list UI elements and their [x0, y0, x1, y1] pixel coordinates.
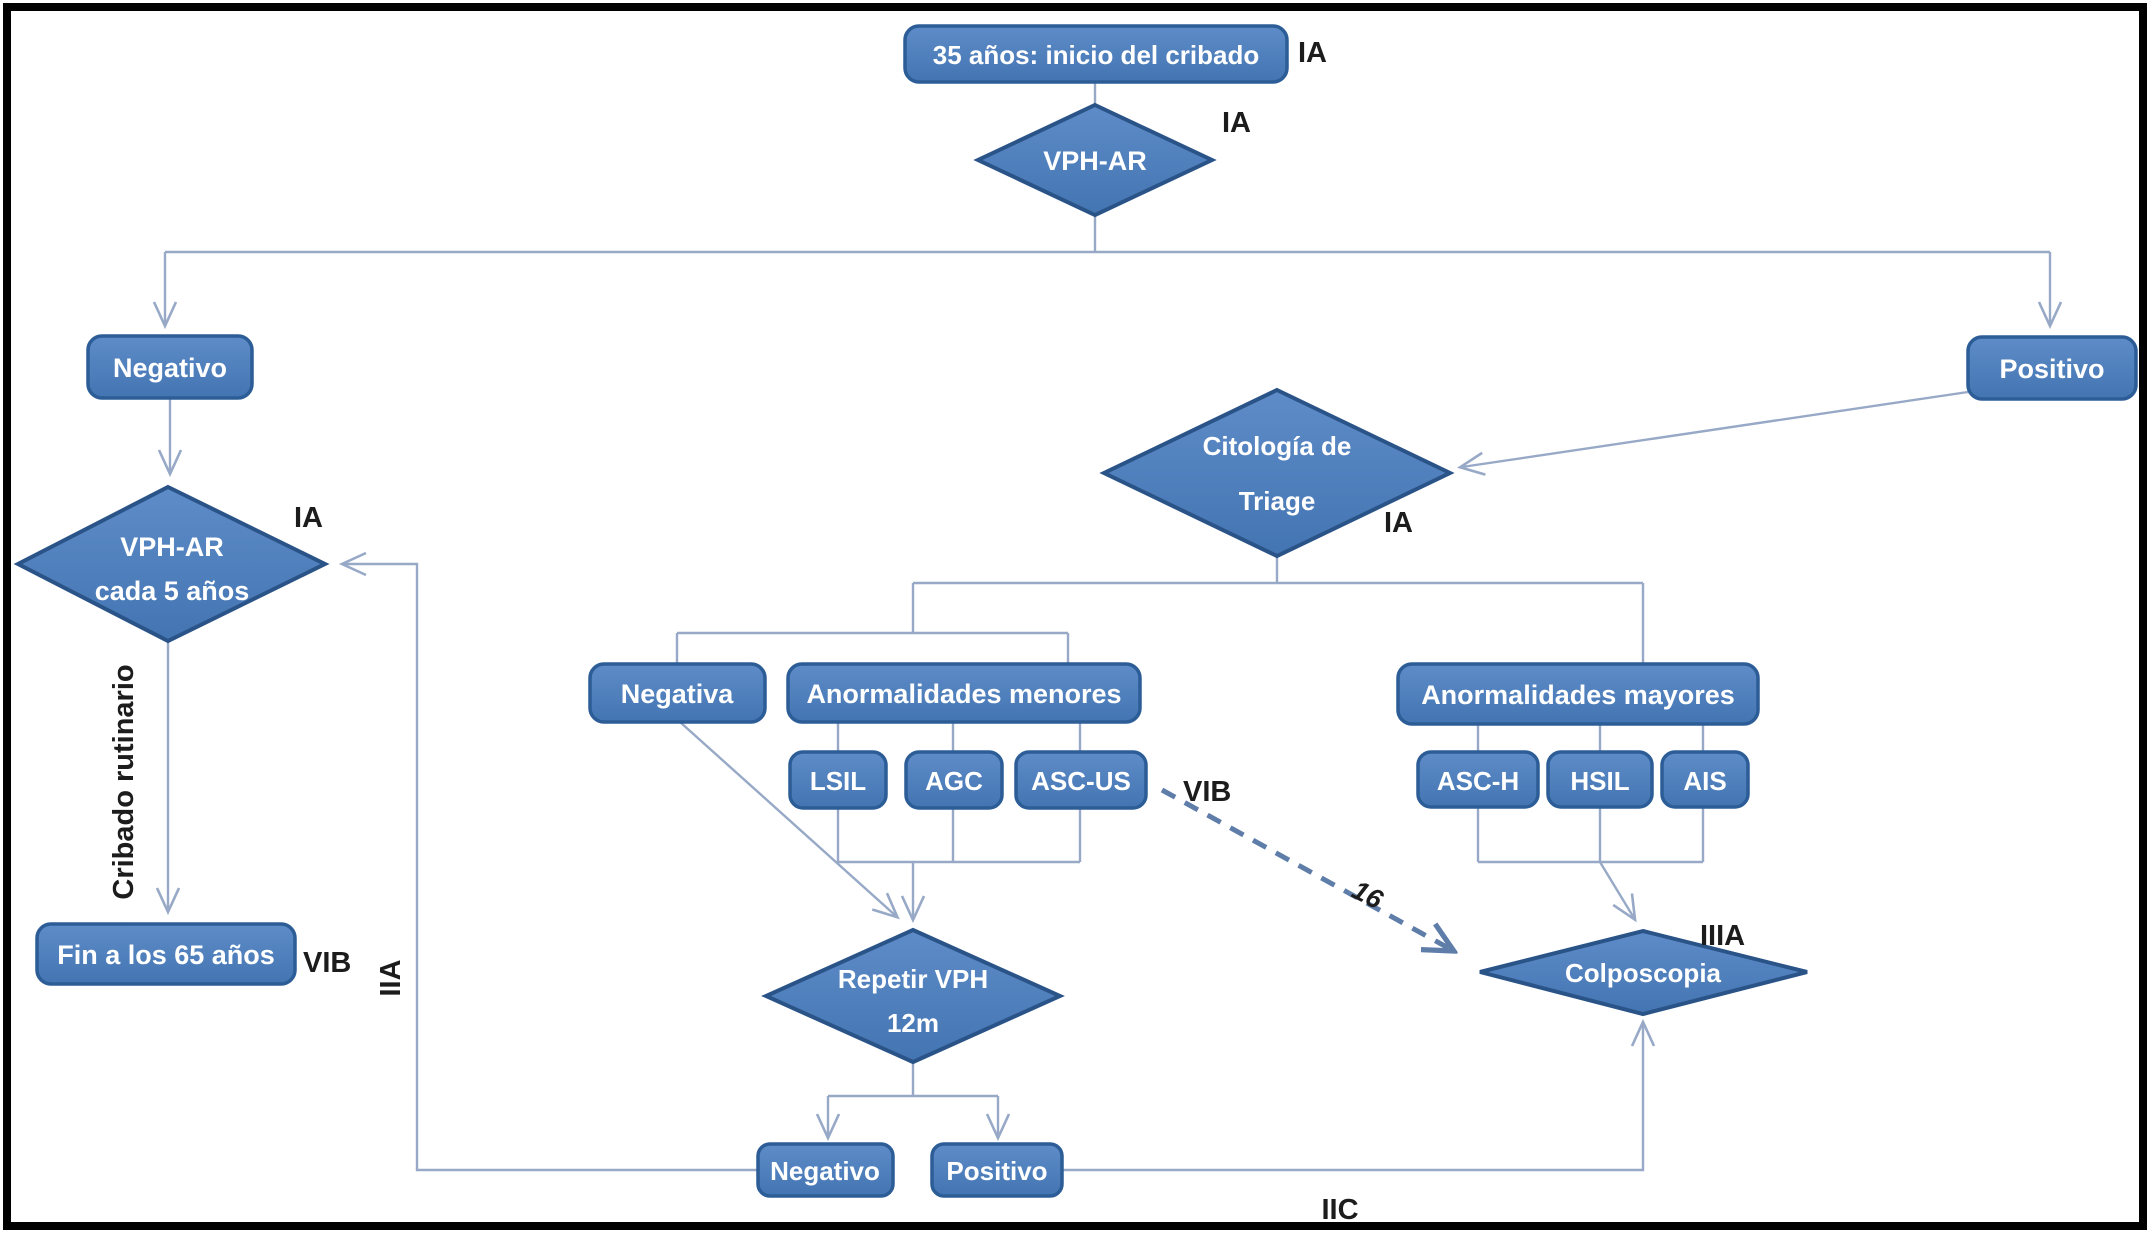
node-colposcopia: Colposcopia — [1479, 928, 1808, 1017]
edge-feedback-positivo12m-to-colposcopia — [1062, 1018, 1656, 1172]
node-fin-65: Fin a los 65 años — [35, 922, 297, 986]
citologia-label-line2: Triage — [1239, 486, 1316, 516]
anormalidades-menores-label: Anormalidades menores — [806, 679, 1121, 709]
negativa-label: Negativa — [621, 679, 735, 709]
edge-label-cribado-rutinario: Cribado rutinario — [108, 664, 140, 899]
anormalidades-mayores-box — [1396, 662, 1760, 726]
asc-us-box — [1014, 750, 1148, 810]
grade-tag-vph-ar: IA — [1222, 107, 1251, 139]
node-repetir-vph: Repetir VPH 12m — [761, 927, 1065, 1065]
colposcopia-diamond — [1479, 928, 1808, 1017]
edge-feedback-negativo12m-to-vphar5 — [338, 551, 758, 1172]
node-vph-ar-5: VPH-AR cada 5 años — [13, 484, 330, 644]
agc-box — [904, 750, 1004, 810]
node-positivo: Positivo — [1966, 335, 2138, 401]
grade-tag-fin-65: VIB — [303, 947, 351, 979]
lsil-label: LSIL — [810, 766, 866, 796]
node-lsil: LSIL — [788, 750, 888, 810]
node-negativa: Negativa — [588, 662, 767, 724]
negativa-box — [588, 662, 767, 724]
node-asc-h: ASC-H — [1416, 750, 1540, 809]
negativo-12m-box — [756, 1142, 895, 1198]
lsil-box — [788, 750, 888, 810]
asc-h-label: ASC-H — [1437, 766, 1519, 796]
start-label: 35 años: inicio del cribado — [933, 40, 1260, 70]
vph-ar-5-label-line1: VPH-AR — [120, 532, 224, 562]
hsil-label: HSIL — [1570, 766, 1629, 796]
edge-label-iia: IIA — [375, 959, 407, 996]
grade-tag-colposcopia: IIIA — [1700, 920, 1745, 952]
edge-dashed-ascus16-to-colposcopia — [1160, 787, 1452, 950]
connectors — [152, 82, 2063, 1172]
agc-label: AGC — [925, 766, 983, 796]
edge-negativa-to-repetir — [679, 721, 900, 920]
hsil-box — [1546, 750, 1654, 809]
negativo-12m-label: Negativo — [770, 1156, 880, 1186]
node-positivo-12m: Positivo — [930, 1142, 1064, 1198]
edge-positivo-to-citologia — [1456, 390, 1969, 476]
anormalidades-mayores-label: Anormalidades mayores — [1421, 680, 1735, 710]
ais-label: AIS — [1683, 766, 1726, 796]
grade-tag-asc-us: VIB — [1183, 776, 1231, 808]
node-negativo: Negativo — [86, 334, 254, 400]
vph-ar-5-label-line2: cada 5 años — [95, 576, 250, 606]
node-start: 35 años: inicio del cribado — [903, 24, 1289, 84]
vph-ar-5-diamond — [13, 484, 330, 644]
asc-us-label: ASC-US — [1031, 766, 1131, 796]
node-agc: AGC — [904, 750, 1004, 810]
node-hsil: HSIL — [1546, 750, 1654, 809]
repetir-vph-label-line1: Repetir VPH — [838, 964, 988, 994]
node-anormalidades-menores: Anormalidades menores — [786, 662, 1142, 724]
page-border — [3, 3, 2147, 1230]
fin-65-box — [35, 922, 297, 986]
negativo-box — [86, 334, 254, 400]
node-ais: AIS — [1660, 750, 1750, 809]
node-vph-ar: VPH-AR — [973, 102, 1217, 218]
asc-h-box — [1416, 750, 1540, 809]
edge-label-iic: IIC — [1321, 1194, 1358, 1226]
node-anormalidades-mayores: Anormalidades mayores — [1396, 662, 1760, 726]
citologia-diamond — [1099, 387, 1455, 559]
repetir-vph-diamond — [761, 927, 1065, 1065]
positivo-12m-box — [930, 1142, 1064, 1198]
node-negativo-12m: Negativo — [756, 1142, 895, 1198]
node-citologia: Citología de Triage — [1099, 387, 1455, 559]
ais-box — [1660, 750, 1750, 809]
edge-mayores-to-colposcopia — [1598, 861, 1637, 923]
anormalidades-menores-box — [786, 662, 1142, 724]
colposcopia-label: Colposcopia — [1565, 958, 1722, 988]
fin-65-label: Fin a los 65 años — [57, 940, 275, 970]
negativo-label: Negativo — [113, 353, 227, 383]
positivo-box — [1966, 335, 2138, 401]
vph-ar-label: VPH-AR — [1043, 146, 1147, 176]
grade-tag-citologia: IA — [1384, 507, 1413, 539]
grade-tag-start: IA — [1298, 37, 1327, 69]
grade-tag-vph-ar-5: IA — [294, 502, 323, 534]
start-box — [903, 24, 1289, 84]
repetir-vph-label-line2: 12m — [887, 1008, 939, 1038]
citologia-label-line1: Citología de — [1203, 431, 1352, 461]
vph-ar-diamond — [973, 102, 1217, 218]
node-asc-us: ASC-US — [1014, 750, 1148, 810]
positivo-12m-label: Positivo — [946, 1156, 1047, 1186]
positivo-label: Positivo — [1999, 354, 2104, 384]
